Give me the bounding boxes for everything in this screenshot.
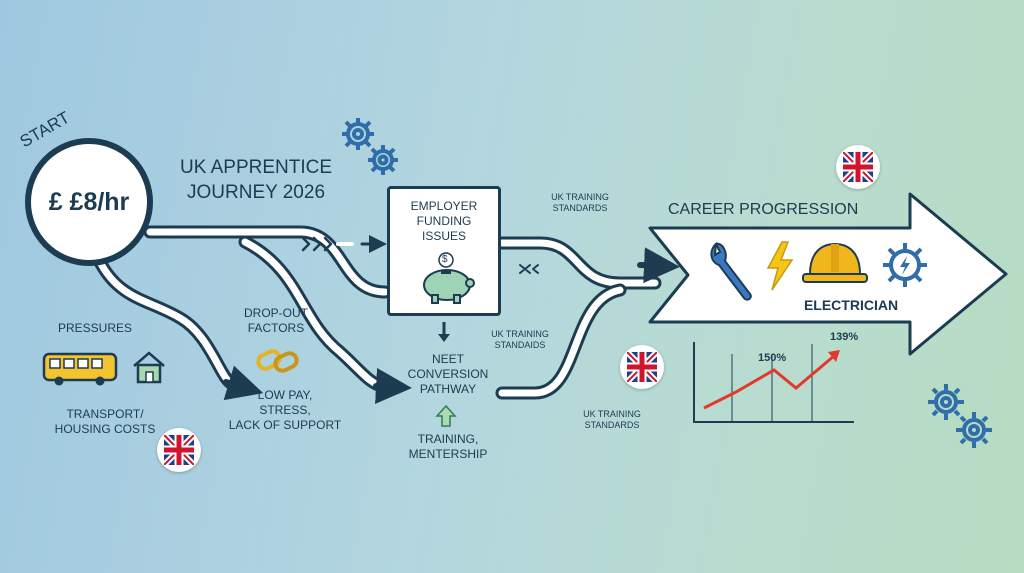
employer-text: EMPLOYER FUNDING ISSUES bbox=[390, 199, 498, 244]
growth-label-end: 139% bbox=[830, 331, 859, 343]
start-circle: £ £8/hr bbox=[25, 138, 153, 266]
title-line-2: JOURNEY 2026 bbox=[187, 181, 326, 203]
pressures-caption: TRANSPORT/ HOUSING COSTS bbox=[40, 407, 170, 437]
neet-support-line-2: MENTERSHIP bbox=[408, 447, 488, 461]
standards-mid-line-2: STANDAIDS bbox=[494, 340, 546, 351]
up-arrow-icon bbox=[435, 404, 457, 427]
pressures-caption-line-2: HOUSING COSTS bbox=[54, 422, 156, 436]
dropout-caption-line-3: LACK OF SUPPORT bbox=[228, 418, 342, 432]
career-heading: CAREER PROGRESSION bbox=[668, 201, 859, 218]
down-arrow-icon bbox=[438, 322, 450, 342]
dropout-caption-line-2: STRESS, bbox=[259, 403, 311, 417]
neet-line-1: NEET bbox=[431, 352, 464, 366]
start-wage: £ £8/hr bbox=[48, 187, 130, 216]
pressures-caption-line-1: TRANSPORT/ bbox=[66, 407, 144, 421]
standards-bottom-line-2: STANDARDS bbox=[584, 420, 640, 431]
standards-label-mid: UK TRAINING STANDAIDS bbox=[470, 329, 570, 352]
career-role: ELECTRICIAN bbox=[803, 297, 899, 313]
uk-flag-icon bbox=[620, 345, 664, 389]
dropout-caption: LOW PAY, STRESS, LACK OF SUPPORT bbox=[222, 388, 348, 433]
piggy-bank-icon bbox=[423, 252, 475, 304]
gear-icon bbox=[928, 384, 992, 448]
title-line-1: UK APPRENTICE bbox=[180, 157, 333, 178]
dropout-caption-line-1: LOW PAY, bbox=[257, 388, 313, 402]
standards-bottom-line-1: UK TRAINING bbox=[583, 409, 641, 419]
standards-mid-line-1: UK TRAINING bbox=[491, 329, 549, 339]
neet-line-3: PATHWAY bbox=[419, 382, 477, 396]
page-title: UK APPRENTICE JOURNEY 2026 bbox=[180, 156, 332, 205]
neet-line-2: CONVERSION bbox=[407, 367, 489, 381]
dropout-heading: DROP-OUT FACTORS bbox=[232, 306, 320, 336]
neet-support: TRAINING, MENTERSHIP bbox=[398, 432, 498, 462]
uk-flag-icon bbox=[157, 428, 201, 472]
employer-line-2: FUNDING bbox=[416, 214, 472, 228]
hard-hat-icon bbox=[802, 242, 868, 283]
growth-label-mid: 150% bbox=[758, 352, 787, 364]
coin-symbol: $ bbox=[442, 254, 448, 265]
lightning-icon bbox=[766, 241, 794, 291]
gear-icon bbox=[342, 118, 398, 175]
house-icon bbox=[133, 351, 165, 384]
wrench-icon bbox=[710, 241, 752, 301]
dropout-heading-line-2: FACTORS bbox=[247, 321, 305, 335]
pressures-heading: PRESSURES bbox=[57, 321, 133, 335]
dropout-heading-line-1: DROP-OUT bbox=[244, 306, 308, 320]
growth-chart bbox=[693, 342, 854, 423]
employer-line-3: ISSUES bbox=[421, 229, 466, 243]
electric-gear-icon bbox=[883, 243, 927, 287]
uk-flag-icon bbox=[836, 145, 880, 189]
standards-label-top: UK TRAINING STANDARDS bbox=[530, 192, 630, 215]
standards-top-line-1: UK TRAINING bbox=[551, 192, 609, 202]
bus-icon bbox=[42, 352, 118, 386]
neet-heading: NEET CONVERSION PATHWAY bbox=[398, 352, 498, 397]
standards-label-bottom: UK TRAINING STANDARDS bbox=[562, 409, 662, 432]
employer-card: EMPLOYER FUNDING ISSUES $ bbox=[387, 186, 501, 316]
employer-line-1: EMPLOYER bbox=[410, 199, 478, 213]
chain-link-icon bbox=[256, 349, 299, 373]
line-chart-icon bbox=[703, 354, 835, 410]
neet-support-line-1: TRAINING, bbox=[417, 432, 479, 446]
standards-top-line-2: STANDARDS bbox=[552, 203, 608, 214]
